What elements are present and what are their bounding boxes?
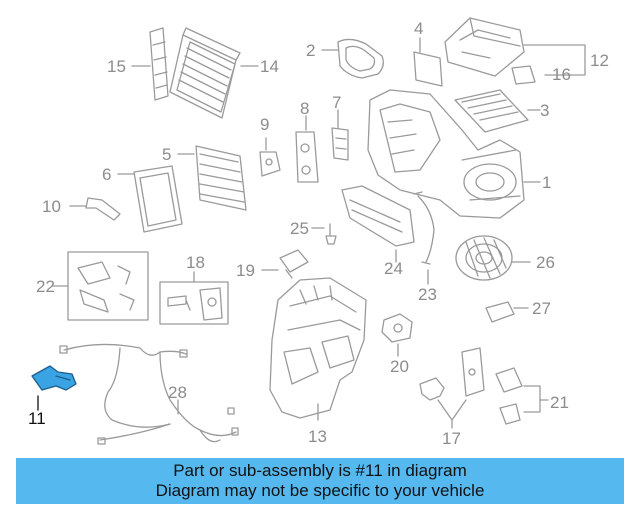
part-2-drawing: [321, 38, 384, 79]
part-25-24-23-drawing: [311, 185, 435, 285]
banner-line-1: Part or sub-assembly is #11 in diagram: [173, 461, 467, 480]
label-5[interactable]: 5: [162, 145, 172, 164]
label-26[interactable]: 26: [536, 253, 555, 272]
label-21[interactable]: 21: [550, 393, 569, 412]
label-28[interactable]: 28: [168, 383, 187, 402]
label-24[interactable]: 24: [384, 259, 403, 278]
part-10-drawing: [69, 197, 121, 221]
label-7[interactable]: 7: [332, 93, 342, 112]
part-9-8-7-drawing: [259, 109, 349, 183]
label-12[interactable]: 12: [590, 51, 609, 70]
part-15-drawing: [131, 27, 169, 101]
part-6-drawing: [117, 165, 183, 233]
label-6[interactable]: 6: [102, 165, 112, 184]
label-27[interactable]: 27: [532, 299, 551, 318]
label-2[interactable]: 2: [306, 41, 316, 60]
label-9[interactable]: 9: [260, 115, 270, 134]
label-20[interactable]: 20: [390, 357, 409, 376]
label-14[interactable]: 14: [260, 57, 279, 76]
label-22[interactable]: 22: [36, 277, 55, 296]
part-3-drawing: [454, 89, 541, 133]
part-19-drawing: [261, 249, 309, 279]
label-3[interactable]: 3: [540, 101, 550, 120]
label-8[interactable]: 8: [300, 99, 310, 118]
label-4[interactable]: 4: [414, 19, 424, 38]
label-13[interactable]: 13: [308, 427, 327, 446]
label-15[interactable]: 15: [107, 57, 126, 76]
label-17[interactable]: 17: [442, 429, 461, 448]
part-14-drawing: [169, 27, 259, 119]
part-26-drawing: [455, 235, 531, 281]
label-23[interactable]: 23: [418, 285, 437, 304]
label-1[interactable]: 1: [542, 173, 552, 192]
part-5-drawing: [177, 145, 247, 211]
part-28-drawing: [59, 343, 239, 445]
part-18-drawing: [159, 271, 229, 325]
part-20-drawing: [381, 313, 413, 357]
label-19[interactable]: 19: [236, 261, 255, 280]
label-10[interactable]: 10: [42, 197, 61, 216]
part-27-drawing: [485, 301, 529, 323]
part-13-drawing: [269, 277, 367, 421]
part-1-drawing: [367, 89, 541, 219]
part-17-21-drawing: [419, 347, 549, 429]
label-25[interactable]: 25: [290, 219, 309, 238]
part-11-drawing: [31, 365, 77, 411]
label-11-highlighted[interactable]: 11: [28, 409, 46, 428]
part-22-drawing: [51, 251, 149, 321]
label-18[interactable]: 18: [186, 253, 205, 272]
banner-line-2: Diagram may not be specific to your vehi…: [155, 481, 485, 500]
part-4-12-drawing: [413, 17, 586, 87]
info-banner: Part or sub-assembly is #11 in diagram D…: [16, 458, 624, 504]
label-16[interactable]: 16: [552, 65, 571, 84]
